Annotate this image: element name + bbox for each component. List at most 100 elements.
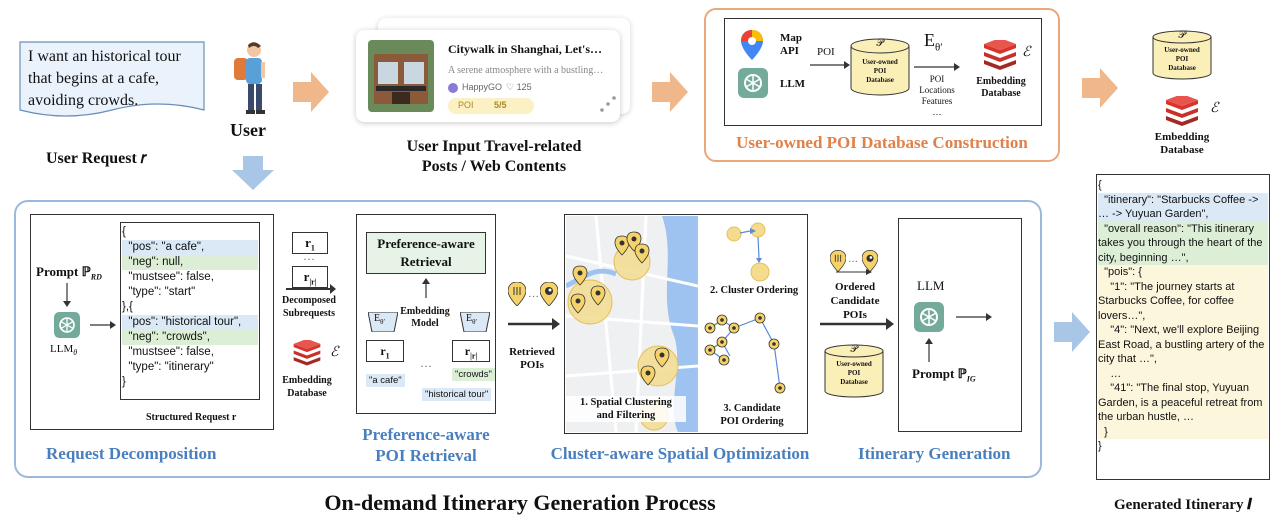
retrieval-r1-sub: 1 xyxy=(385,351,390,361)
generation-title: Itinerary Generation xyxy=(858,444,1011,463)
generation-up-arrow xyxy=(925,338,933,362)
json-line: "neg": "crowds", xyxy=(122,330,258,345)
retrieval-up-arrow xyxy=(422,278,430,298)
poi-arrow xyxy=(810,61,850,69)
json-line: } xyxy=(122,376,126,388)
output-arrow xyxy=(1054,312,1090,352)
ordered-db-icon xyxy=(824,344,884,398)
json-line: "mustsee": false, xyxy=(122,346,214,358)
encoder-left-label: Eθ′ xyxy=(374,313,385,326)
subrequest-r1-sub: 1 xyxy=(310,243,315,253)
poi-badge-count: 5/5 xyxy=(494,100,507,110)
output-db-label: User-owned POI Database xyxy=(1164,46,1200,72)
json-line: "type": "start" xyxy=(122,286,196,298)
construction-panel xyxy=(704,8,1060,162)
retrieved-poi-pin-2 xyxy=(540,282,558,306)
request-caption: User Request 𝑟 xyxy=(46,150,147,167)
itinerary-line: } xyxy=(1098,440,1102,452)
subrequest-r1-text: r xyxy=(305,235,311,250)
construction-title: User-owned POI Database Construction xyxy=(736,133,1028,152)
process-panel xyxy=(14,200,1042,478)
construction-embed-db: Embedding Database xyxy=(976,76,1026,99)
tag-historical: "historical tour" xyxy=(422,388,492,401)
spatial-step-2: 2. Cluster Ordering xyxy=(710,285,799,296)
subreq-embed-db: Embedding Database xyxy=(282,375,332,399)
map-poi-pins xyxy=(570,231,670,386)
retrieved-poi-pin-1 xyxy=(508,282,526,306)
encoder-left-e: E xyxy=(374,313,381,324)
decomp-llm-text: LLM xyxy=(50,343,74,355)
output-db-symbol: 𝒫 xyxy=(1178,30,1186,41)
ordered-arrow xyxy=(820,318,894,330)
subrequest-r1: r1 xyxy=(292,232,328,254)
decomp-llm-label: LLMθ xyxy=(50,343,77,357)
embed-arrow xyxy=(914,63,960,71)
author-avatar xyxy=(448,83,458,93)
output-redis-icon xyxy=(1166,96,1198,126)
embed-fn-e: E xyxy=(924,30,935,50)
ordered-db-symbol: 𝒫 xyxy=(850,344,858,355)
itinerary-line: … xyxy=(1098,366,1268,381)
itinerary-line: } xyxy=(1098,424,1268,439)
construction-inner xyxy=(724,18,1042,126)
encoder-left-sub: θ′ xyxy=(380,318,385,326)
encoder-right-shape xyxy=(460,312,490,332)
spatial-step-3: 3. Candidate POI Ordering xyxy=(720,403,784,427)
decomp-prompt-sub: RD xyxy=(90,272,102,282)
subrequest-arrow xyxy=(286,284,336,294)
generation-llm-icon xyxy=(914,302,944,332)
construction-db-label: User-owned POI Database xyxy=(862,58,898,84)
retrieved-arrow xyxy=(508,318,560,330)
tag-crowds: "crowds" xyxy=(452,368,495,381)
retrieved-label: Retrieved POIs xyxy=(509,346,555,371)
decomp-down-arrow xyxy=(63,283,71,307)
post-likes: ♡ 125 xyxy=(506,82,532,92)
cafe-photo-icon xyxy=(368,40,434,112)
poi-badge-label: POI xyxy=(458,100,474,110)
ordered-link-arrow xyxy=(836,269,872,275)
user-label: User xyxy=(230,120,266,140)
down-arrow xyxy=(232,156,274,190)
decomp-right-arrow xyxy=(90,321,116,329)
retrieval-dots: … xyxy=(420,356,432,370)
ordered-db-label: User-owned POI Database xyxy=(836,360,872,386)
subrequest-rn-text: r xyxy=(303,269,310,284)
itinerary-line: "4": "Next, we'll explore Beijing East R… xyxy=(1098,323,1268,367)
process-title: On-demand Itinerary Generation Process xyxy=(324,490,716,515)
decomp-llm-icon xyxy=(54,312,80,338)
json-line: "neg": null, xyxy=(122,255,258,270)
post-title: Citywalk in Shanghai, Let's… xyxy=(448,42,603,56)
encoder-right-e: E xyxy=(466,313,473,324)
json-line: "pos": "historical tour", xyxy=(122,315,258,330)
post-desc: A serene atmosphere with a bustling… xyxy=(448,65,604,76)
poi-badge: POI 5/5 xyxy=(448,98,534,114)
itinerary-lines: { "itinerary": "Starbucks Coffee -> … ->… xyxy=(1098,178,1268,454)
embed-fn-sub: θ′ xyxy=(935,41,943,54)
itinerary-line: "41": "The final stop, Yuyuan Garden, is… xyxy=(1098,381,1268,425)
itinerary-line: "1": "The journey starts at Starbucks Co… xyxy=(1098,279,1268,323)
json-line: "pos": "a cafe", xyxy=(122,240,258,255)
ordered-label: Ordered Candidate POIs xyxy=(830,281,880,321)
embed-fn-label: Eθ′ xyxy=(924,30,943,54)
flow-arrow-2 xyxy=(652,72,688,112)
ordered-dots: … xyxy=(848,254,858,265)
construction-db-symbol: 𝒫 xyxy=(876,38,884,49)
decomp-prompt-text: Prompt ℙ xyxy=(36,264,91,279)
traveler-icon xyxy=(234,42,265,114)
subreq-redis-icon xyxy=(293,340,321,366)
json-line: "mustsee": false, xyxy=(122,271,214,283)
retrieved-dots: … xyxy=(528,288,539,300)
spatial-step-1: 1. Spatial Clustering and Filtering xyxy=(566,396,686,422)
decomp-llm-sub: θ xyxy=(73,348,78,358)
generation-prompt-sub: IG xyxy=(966,374,976,384)
construction-llm-label: LLM xyxy=(780,78,806,90)
itinerary-line: { xyxy=(1098,179,1102,191)
generation-llm-label: LLM xyxy=(917,278,945,293)
request-note: I want an historical tour that begins at… xyxy=(18,40,206,120)
decomp-prompt: Prompt ℙRD xyxy=(36,264,102,282)
cluster-graph xyxy=(726,222,770,282)
itinerary-line: "overall reason": "This itinerary takes … xyxy=(1098,221,1268,265)
encoder-left-shape xyxy=(368,312,398,332)
llm-logo-icon xyxy=(738,68,768,98)
flow-arrow-3 xyxy=(1082,68,1118,108)
